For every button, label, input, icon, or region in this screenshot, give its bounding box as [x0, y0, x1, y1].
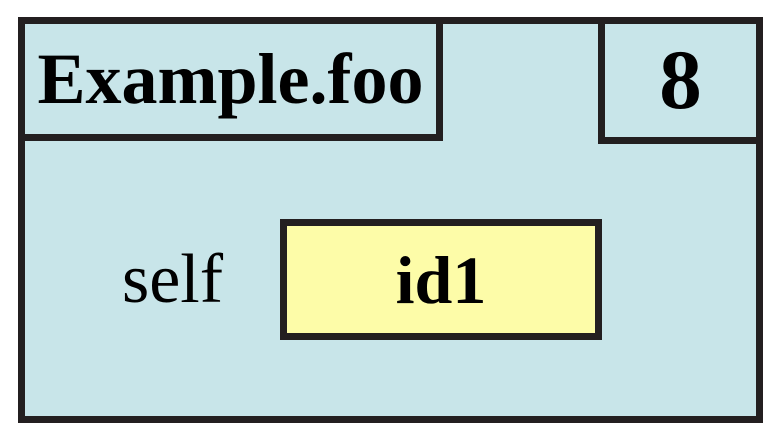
- frame-line-number: 8: [659, 33, 702, 127]
- variable-name-label: self: [122, 219, 223, 340]
- frame-title-cell: Example.foo: [18, 17, 443, 141]
- variable-name-text: self: [122, 240, 224, 318]
- frame-line-number-cell: 8: [598, 17, 763, 144]
- variable-value-text: id1: [395, 241, 487, 318]
- frame-title: Example.foo: [37, 39, 424, 119]
- variable-value-box: id1: [280, 219, 602, 340]
